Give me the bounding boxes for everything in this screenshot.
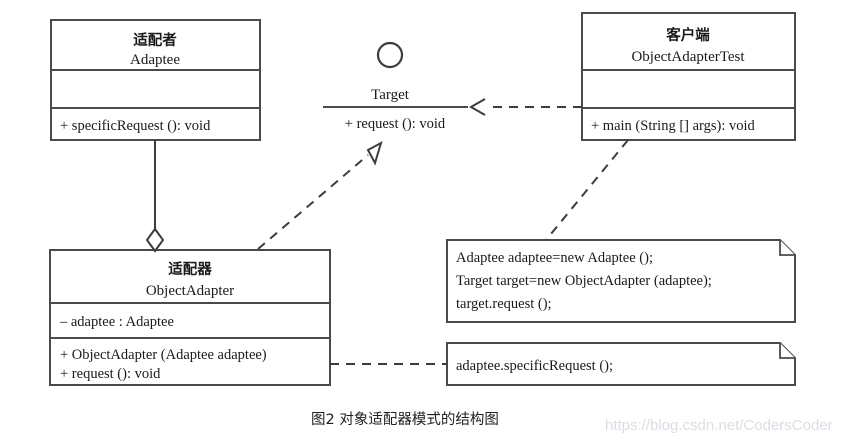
adapter-note-outline bbox=[446, 342, 796, 386]
relationship-aggregation bbox=[145, 140, 165, 253]
realization-dashed-line bbox=[257, 154, 369, 250]
object-adapter-method-1: + request (): void bbox=[60, 366, 161, 382]
note-link-client-line bbox=[545, 139, 629, 241]
relationship-realization bbox=[257, 140, 383, 250]
class-box-object-adapter: 适配器 ObjectAdapter – adaptee : Adaptee + … bbox=[49, 249, 331, 386]
object-adapter-method-0: + ObjectAdapter (Adaptee adaptee) bbox=[60, 347, 267, 363]
client-note-fold-corner bbox=[779, 240, 795, 256]
interface-target-name: Target bbox=[371, 87, 410, 103]
object-adapter-attribute-0: – adaptee : Adaptee bbox=[59, 314, 174, 330]
realization-hollow-triangle-arrowhead bbox=[366, 140, 383, 166]
adapter-note-fold-corner bbox=[779, 343, 795, 359]
watermark-url: https://blog.csdn.net/CodersCoder bbox=[605, 417, 833, 434]
figure-caption: 图2 对象适配器模式的结构图 bbox=[311, 411, 499, 428]
interface-target-operation: + request (): void bbox=[345, 116, 446, 132]
relationship-dependency bbox=[468, 98, 582, 116]
adaptee-box-outline bbox=[50, 19, 261, 141]
client-note-outline bbox=[446, 239, 796, 323]
client-note-line-0: Adaptee adaptee=new Adaptee (); bbox=[456, 250, 653, 266]
client-note-line-1: Target target=new ObjectAdapter (adaptee… bbox=[456, 273, 712, 289]
object-adapter-box-outline bbox=[49, 249, 331, 386]
client-method-0: + main (String [] args): void bbox=[591, 118, 756, 134]
client-class-name: ObjectAdapterTest bbox=[631, 49, 745, 65]
adapter-note-line-0: adaptee.specificRequest (); bbox=[456, 358, 613, 374]
client-note-line-2: target.request (); bbox=[456, 296, 552, 312]
adaptee-method-0: + specificRequest (): void bbox=[60, 118, 211, 134]
class-box-adaptee: 适配者 Adaptee + specificRequest (): void bbox=[50, 19, 261, 141]
note-client-code-note: Adaptee adaptee=new Adaptee (); Target t… bbox=[446, 239, 796, 323]
note-adapter-code-note: adaptee.specificRequest (); bbox=[446, 342, 796, 386]
object-adapter-class-name: ObjectAdapter bbox=[146, 283, 234, 299]
class-box-client: 客户端 ObjectAdapterTest + main (String [] … bbox=[581, 12, 796, 141]
adaptee-class-name: Adaptee bbox=[130, 52, 180, 68]
adaptee-stereotype-label: 适配者 bbox=[133, 31, 177, 49]
dependency-open-arrowhead bbox=[468, 98, 486, 116]
interface-circle-icon bbox=[376, 41, 404, 69]
object-adapter-stereotype-label: 适配器 bbox=[168, 260, 212, 278]
aggregation-diamond bbox=[145, 227, 165, 253]
interface-target: Target + request (): void bbox=[323, 41, 468, 132]
client-box-outline bbox=[581, 12, 796, 141]
client-stereotype-label: 客户端 bbox=[665, 26, 710, 44]
